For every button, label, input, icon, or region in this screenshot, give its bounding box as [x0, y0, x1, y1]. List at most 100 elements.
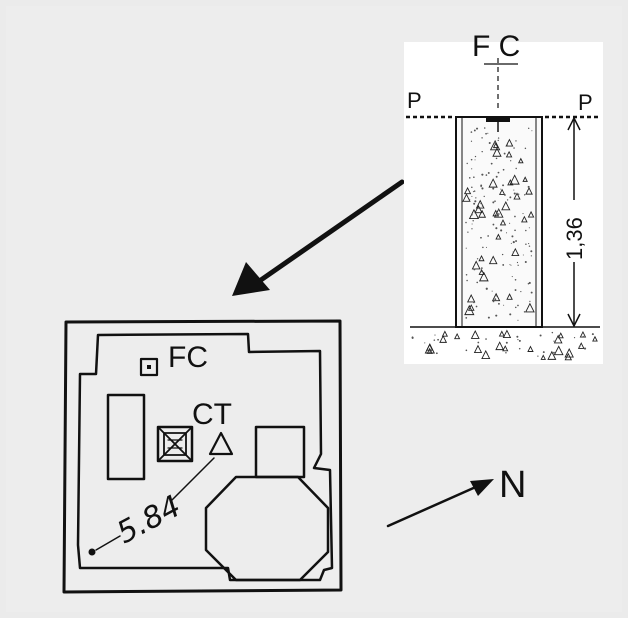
aggregate-dot	[471, 168, 473, 170]
aggregate-dot	[480, 185, 482, 188]
aggregate-dot	[465, 273, 468, 276]
aggregate-dot	[473, 176, 475, 178]
aggregate-dot	[494, 200, 496, 203]
aggregate-triangle	[505, 150, 513, 158]
aggregate-triangle	[471, 260, 481, 270]
aggregate-dot	[578, 345, 581, 348]
aggregate-dot	[498, 208, 500, 211]
aggregate-dot	[531, 130, 533, 132]
soil-aggregate	[411, 329, 598, 361]
aggregate-dot	[433, 339, 436, 341]
aggregate-dot	[474, 200, 477, 203]
depth-label-mask	[562, 200, 586, 262]
fc-marker-square	[139, 357, 159, 377]
aggregate-dot	[500, 229, 503, 232]
aggregate-dot	[476, 127, 479, 130]
aggregate-dot	[487, 316, 490, 319]
aggregate-triangle	[501, 201, 511, 211]
aggregate-dot	[528, 245, 531, 247]
aggregate-triangle	[488, 255, 498, 265]
aggregate-dot	[492, 223, 495, 226]
aggregate-dot	[465, 221, 467, 224]
aggregate-dot	[511, 235, 514, 238]
aggregate-dot	[470, 158, 473, 161]
aggregate-dot	[500, 188, 502, 190]
aggregate-dot	[530, 291, 533, 294]
aggregate-dot	[466, 279, 468, 282]
aggregate-triangle	[441, 330, 449, 337]
aggregate-dot	[492, 201, 495, 204]
fc-marker-dot	[147, 365, 151, 369]
aggregate-dot	[473, 190, 476, 192]
aggregate-dot	[492, 300, 495, 303]
aggregate-dot	[506, 199, 509, 201]
aggregate-dot	[525, 243, 527, 245]
aggregate-dot	[487, 132, 489, 134]
aggregate-dot	[477, 341, 480, 344]
aggregate-dot	[502, 264, 505, 266]
aggregate-dot	[517, 338, 519, 341]
aggregate-triangle	[498, 330, 505, 337]
aggregate-dot	[583, 347, 587, 350]
aggregate-dot	[509, 196, 512, 199]
aggregate-dot	[465, 349, 468, 352]
aggregate-triangle	[492, 142, 499, 149]
aggregate-dot	[522, 254, 524, 256]
plan-label-ct: CT	[192, 398, 232, 431]
aggregate-dot	[517, 319, 519, 321]
aggregate-triangle	[488, 178, 498, 188]
aggregate-dot	[503, 152, 506, 155]
aggregate-dot	[497, 139, 499, 142]
aggregate-dot	[472, 219, 474, 222]
aggregate-dot	[411, 336, 414, 339]
aggregate-dot	[480, 236, 482, 239]
aggregate-triangle	[592, 335, 598, 342]
aggregate-dot	[497, 137, 500, 139]
aggregate-dot	[520, 161, 522, 164]
aggregate-dot	[498, 302, 500, 305]
aggregate-dot	[480, 270, 483, 273]
north-arrow	[386, 479, 494, 528]
aggregate-dot	[523, 194, 526, 196]
aggregate-dot	[512, 251, 514, 253]
aggregate-dot	[487, 235, 489, 237]
aggregate-dot	[470, 131, 473, 133]
core-column	[455, 116, 543, 328]
aggregate-dot	[474, 155, 477, 158]
aggregate-dot	[495, 295, 497, 297]
aggregate-dot	[512, 241, 515, 244]
aggregate-dot	[510, 160, 512, 162]
section-label-p-left: P	[407, 88, 422, 113]
aggregate-dot	[476, 281, 479, 284]
aggregate-dot	[497, 171, 500, 174]
aggregate-triangle	[509, 174, 520, 185]
aggregate-triangle	[466, 294, 476, 303]
aggregate-triangle	[521, 215, 528, 223]
aggregate-triangle	[481, 349, 491, 359]
aggregate-triangle	[470, 329, 480, 339]
aggregate-dot	[485, 132, 487, 135]
section-depth-value: 1,36	[562, 217, 587, 260]
aggregate-triangle	[547, 350, 557, 360]
aggregate-dot	[520, 291, 522, 293]
aggregate-dot	[502, 184, 505, 187]
aggregate-dot	[468, 177, 471, 179]
aggregate-triangle	[505, 138, 514, 147]
ct-triangle-marker	[208, 431, 234, 456]
aggregate-dot	[481, 187, 484, 190]
aggregate-dot	[481, 205, 484, 207]
aggregate-dot	[466, 162, 468, 165]
aggregate-dot	[482, 246, 484, 249]
aggregate-dot	[492, 187, 495, 190]
aggregate-dot	[472, 191, 474, 193]
aggregate-dot	[553, 351, 555, 354]
site-plan	[62, 319, 343, 594]
aggregate-triangle	[540, 354, 547, 360]
section-inset: F C P P 1,36	[404, 30, 603, 364]
aggregate-dot	[424, 342, 426, 344]
aggregate-dot	[539, 334, 542, 337]
aggregate-dot	[429, 351, 432, 354]
aggregate-triangle	[491, 292, 501, 302]
aggregate-triangle	[502, 329, 512, 338]
aggregate-triangle	[475, 199, 485, 209]
